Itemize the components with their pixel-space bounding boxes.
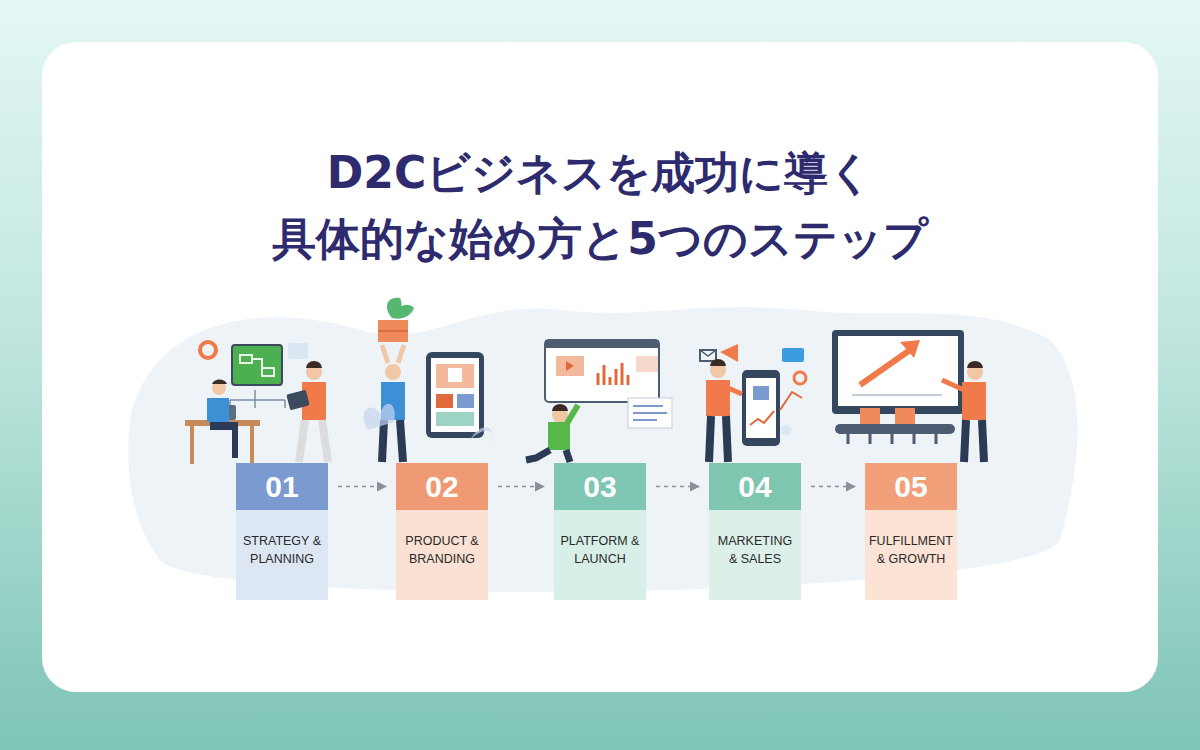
step-number: 03 [554,463,646,510]
step-label: PLATFORM & LAUNCH [554,510,646,600]
step-box: 01STRATEGY & PLANNING [236,463,328,600]
step-box: 03PLATFORM & LAUNCH [554,463,646,600]
step-number: 04 [709,463,801,510]
page-title: D2Cビジネスを成功に導く 具体的な始め方と5つのステップ [200,140,1000,272]
step-label: FULFILLMENT & GROWTH [865,510,957,600]
step-label: MARKETING & SALES [709,510,801,600]
flow-arrow [656,486,699,488]
flow-arrow [811,486,855,488]
step-box: 05FULFILLMENT & GROWTH [865,463,957,600]
step-label: PRODUCT & BRANDING [396,510,488,600]
flow-arrow [498,486,544,488]
step-number: 01 [236,463,328,510]
step-label: STRATEGY & PLANNING [236,510,328,600]
step-number: 02 [396,463,488,510]
step-box: 02PRODUCT & BRANDING [396,463,488,600]
step-number: 05 [865,463,957,510]
step-box: 04MARKETING & SALES [709,463,801,600]
flow-arrow [338,486,386,488]
